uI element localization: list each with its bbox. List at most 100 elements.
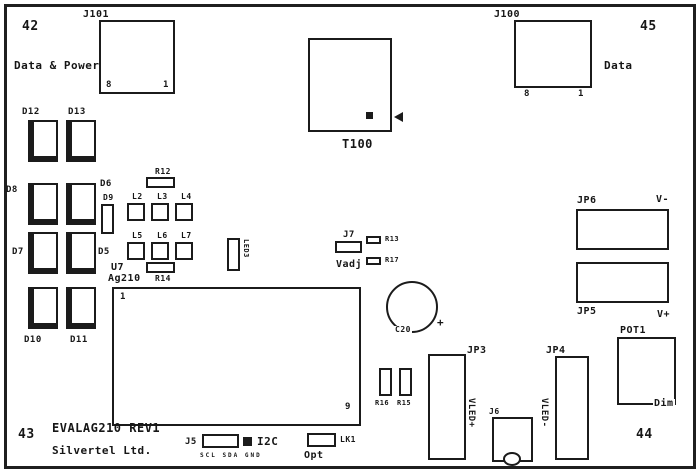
d8-diode-body	[28, 183, 58, 225]
r16-resistor-body	[379, 368, 392, 396]
j101-refdes: J101	[83, 9, 110, 20]
j100-caption: Data	[604, 59, 633, 72]
i2c-pin1-square	[243, 437, 252, 446]
d9-diode-body	[101, 204, 114, 234]
jp4-header-body	[555, 356, 589, 460]
lk1-caption: Opt	[304, 450, 324, 461]
c20-capacitor-body	[386, 281, 438, 333]
r12-resistor-body	[146, 177, 175, 188]
led3-body	[227, 238, 240, 271]
jp6-header-body	[576, 209, 669, 250]
r16-refdes: R16	[375, 399, 390, 407]
j5-header-body	[202, 434, 239, 448]
l4-refdes: L4	[181, 192, 192, 201]
u7-pin1-label: 1	[120, 292, 126, 302]
d10-refdes: D10	[24, 335, 42, 345]
d13-diode-body	[66, 120, 96, 162]
l5-refdes: L5	[132, 231, 143, 240]
jp6-caption: V-	[656, 194, 670, 205]
r13-refdes: R13	[385, 235, 400, 243]
u7-refdes: U7	[111, 262, 125, 273]
d12-refdes: D12	[22, 107, 40, 117]
d5-diode-body	[66, 232, 96, 274]
pot1-refdes: POT1	[620, 325, 647, 336]
l3-inductor-body	[151, 203, 169, 221]
l4-inductor-body	[175, 203, 193, 221]
d7-refdes: D7	[12, 247, 24, 257]
d6-diode-body	[66, 183, 96, 225]
pot1-caption: Dim	[653, 398, 675, 409]
corner-number-bottom-left: 43	[18, 427, 35, 442]
j100-pin1-label: 1	[578, 89, 584, 99]
jp6-refdes: JP6	[577, 195, 597, 206]
l6-inductor-body	[151, 242, 169, 260]
j101-pin1-label: 1	[163, 80, 169, 90]
r17-resistor-body	[366, 257, 381, 265]
j100-connector-body	[514, 20, 592, 88]
t100-pin1-dot	[366, 112, 373, 119]
j101-caption: Data & Power	[14, 59, 100, 72]
j7-jumper-body	[335, 241, 362, 253]
jp5-refdes: JP5	[577, 306, 597, 317]
r14-resistor-body	[146, 262, 175, 273]
corner-number-bottom-right: 44	[636, 427, 653, 442]
r15-resistor-body	[399, 368, 412, 396]
d13-refdes: D13	[68, 107, 86, 117]
r14-refdes: R14	[155, 274, 171, 283]
j5-refdes: J5	[185, 437, 197, 447]
company-name: Silvertel Ltd.	[52, 444, 152, 457]
corner-number-top-right: 45	[640, 19, 657, 34]
jp5-header-body	[576, 262, 669, 303]
j100-pin8-label: 8	[524, 89, 530, 99]
j101-pin8-label: 8	[106, 80, 112, 90]
t100-arrow-marker	[394, 112, 403, 122]
t100-refdes: T100	[342, 137, 373, 151]
u7-pin9-label: 9	[345, 402, 351, 412]
l2-refdes: L2	[132, 192, 143, 201]
l7-refdes: L7	[181, 231, 192, 240]
corner-number-top-left: 42	[22, 19, 39, 34]
l6-refdes: L6	[157, 231, 168, 240]
l2-inductor-body	[127, 203, 145, 221]
j5-caption: I2C	[257, 435, 279, 448]
r17-refdes: R17	[385, 256, 400, 264]
board-name: EVALAG210 REV1	[52, 421, 161, 435]
d10-diode-body	[28, 287, 58, 329]
jp3-header-body	[428, 354, 466, 460]
l5-inductor-body	[127, 242, 145, 260]
lk1-link-body	[307, 433, 336, 447]
j101-connector-body	[99, 20, 175, 94]
d11-refdes: D11	[70, 335, 88, 345]
u7-module-body	[112, 287, 361, 426]
board-outline	[4, 4, 696, 469]
d7-diode-body	[28, 232, 58, 274]
l3-refdes: L3	[157, 192, 168, 201]
j100-refdes: J100	[494, 9, 521, 20]
led3-refdes: LED3	[242, 239, 250, 258]
r13-resistor-body	[366, 236, 381, 244]
c20-polarity-mark: +	[437, 316, 445, 329]
jp5-caption: V+	[657, 309, 671, 320]
lk1-refdes: LK1	[340, 435, 356, 444]
jp3-caption: VLED+	[466, 398, 476, 428]
r12-refdes: R12	[155, 167, 171, 176]
t100-transformer-body	[308, 38, 392, 132]
j5-pin-names: SCL SDA GND	[200, 452, 262, 459]
d6-refdes: D6	[100, 179, 112, 189]
j6-refdes: J6	[489, 407, 500, 416]
j6-connector-boss	[503, 452, 521, 466]
pot1-body	[617, 337, 676, 405]
d12-diode-body	[28, 120, 58, 162]
u7-part-number: Ag210	[108, 273, 141, 284]
l7-inductor-body	[175, 242, 193, 260]
d11-diode-body	[66, 287, 96, 329]
jp4-caption: VLED-	[539, 398, 549, 428]
c20-refdes: C20	[394, 325, 412, 334]
j7-refdes: J7	[343, 230, 355, 240]
r15-refdes: R15	[397, 399, 412, 407]
jp4-refdes: JP4	[546, 345, 566, 356]
d8-refdes: D8	[6, 185, 18, 195]
j7-caption: Vadj	[336, 259, 363, 270]
d5-refdes: D5	[98, 247, 110, 257]
